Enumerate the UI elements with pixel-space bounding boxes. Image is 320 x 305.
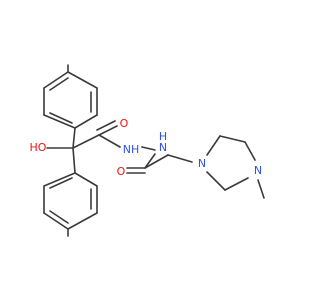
piperazine-ring [206,135,265,199]
ring-bond [74,172,98,187]
carbonyl-double-bond [98,125,118,136]
piperazine-n4-label: N [254,164,262,177]
amide-carbonyl-oxygen-label: O [117,165,126,178]
molecule-structure-diagram: HO O NH H N O N N [30,64,265,237]
amide-chain [126,146,193,174]
upper-tolyl-ring [43,64,98,129]
ring-bond [206,135,221,156]
aromatic-inner-bond [49,77,69,91]
hydroxyl-label: HO [30,141,47,154]
ring-bond [43,114,76,129]
carbonyl-double-bond [96,120,116,131]
hydrazide-carbonyl [96,120,121,148]
hydrazide-carbonyl-oxygen-label: O [120,117,129,130]
central-carbon [46,127,100,174]
central-to-upper-ring-bond [72,127,76,149]
piperazine-n1-label: N [198,157,206,170]
ring-bond [67,212,98,230]
ch2-to-piperazine-bond [167,154,193,163]
ring-bond [219,135,246,143]
carbonyl-to-ch2-bond [144,154,169,169]
ring-bond [224,177,249,191]
hydrazide-n-label: N [159,141,167,154]
central-to-lower-ring-bond [72,147,76,174]
structure-svg: HO O NH H N O N N [30,64,265,237]
ring-bond [206,171,226,191]
ring-bond [43,212,69,230]
lower-tolyl-ring [43,172,98,237]
n-methyl-bond [257,179,265,199]
ring-bond [43,71,69,89]
ring-bond [67,71,98,89]
atom-labels: HO O NH H N O N N [30,117,263,178]
n-to-carbonyl-bond [144,153,156,169]
hydrazide-h-label: H [159,130,167,143]
n-n-bond [141,146,156,151]
carbonyl-to-nh-bond [98,134,121,148]
aromatic-inner-bond [49,112,73,124]
ring-bond [74,114,98,129]
ring-bond [43,172,76,187]
aromatic-inner-bond [49,210,69,224]
hydrazide-nh-label: NH [123,143,140,156]
aromatic-inner-bond [49,177,73,189]
central-to-carbonyl-bond [72,134,100,149]
ring-bond [244,141,256,161]
